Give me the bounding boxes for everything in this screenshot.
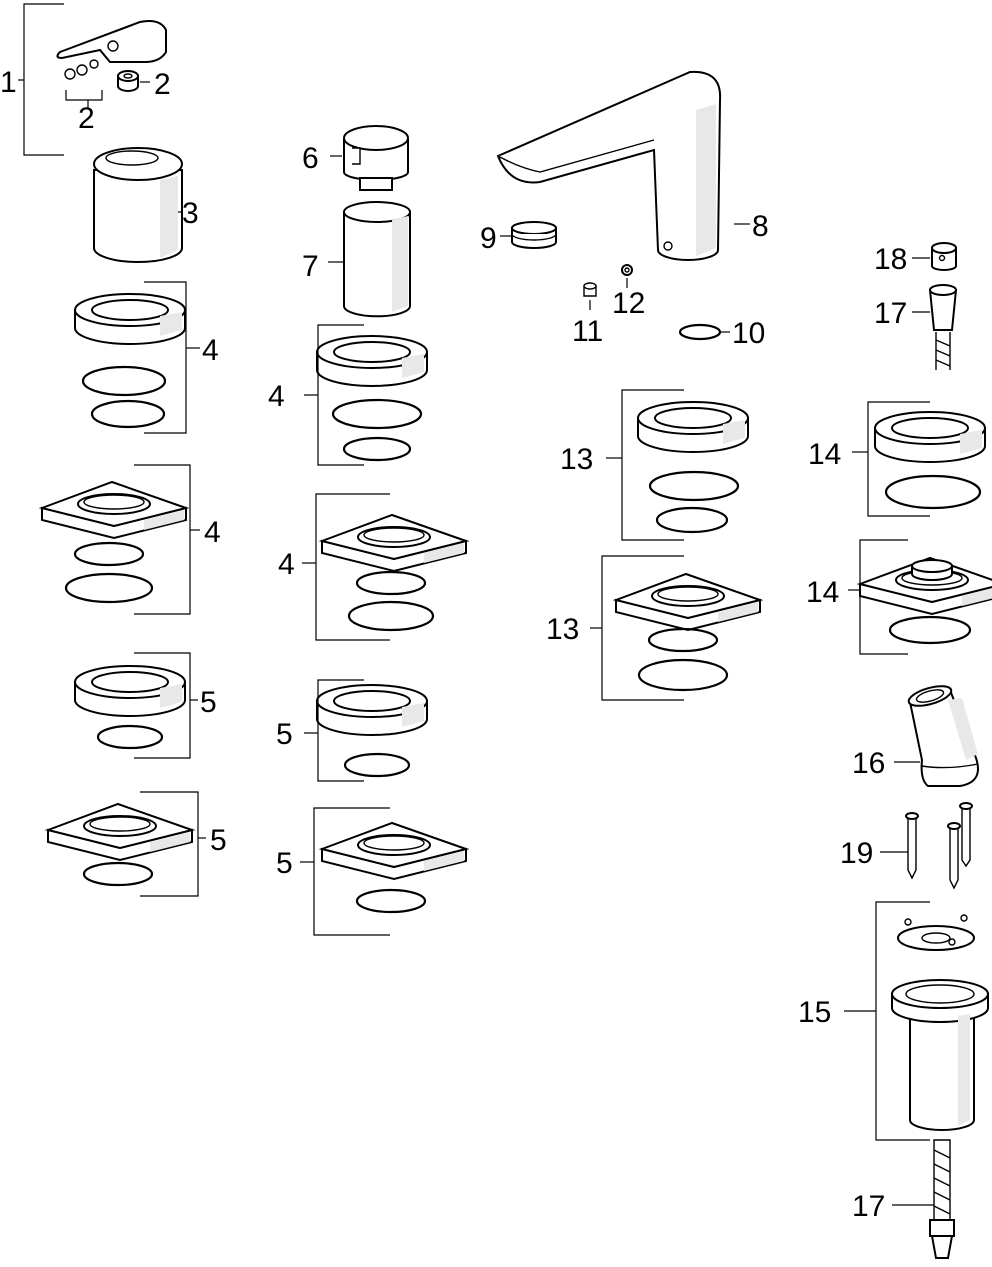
callout-18: 18 xyxy=(874,243,907,276)
callout-4: 4 xyxy=(268,380,285,413)
callout-5: 5 xyxy=(276,847,293,880)
o-ring-part xyxy=(82,861,154,887)
handle-sleeve-part xyxy=(93,147,183,263)
callout-17: 17 xyxy=(874,297,907,330)
o-ring-part xyxy=(342,436,412,462)
small-plug-part xyxy=(583,282,597,297)
aerator-part xyxy=(511,221,557,249)
callout-14: 14 xyxy=(808,438,841,471)
callout-13: 13 xyxy=(560,443,593,476)
o-ring-part xyxy=(64,572,154,604)
lever-handle-part xyxy=(56,20,167,63)
o-ring-part xyxy=(73,541,145,567)
callout-12: 12 xyxy=(612,287,645,320)
bracket-lines xyxy=(18,3,934,1206)
round-trim-ring-part xyxy=(316,335,428,387)
callout-4: 4 xyxy=(204,516,221,549)
callout-14: 14 xyxy=(806,576,839,609)
o-ring-part xyxy=(347,600,435,632)
o-ring-part xyxy=(96,724,164,750)
mounting-screw-part xyxy=(959,802,973,868)
callout-7: 7 xyxy=(302,250,319,283)
hose-part xyxy=(929,1139,955,1259)
callout-11: 11 xyxy=(572,315,603,348)
square-escutcheon-part xyxy=(859,557,992,615)
mounting-screw-part xyxy=(905,812,919,880)
round-trim-ring-part xyxy=(637,401,749,453)
callout-5: 5 xyxy=(210,824,227,857)
callout-3: 3 xyxy=(182,197,199,230)
cap-knob-part xyxy=(343,125,409,191)
o-ring-part xyxy=(90,399,166,429)
o-ring-part xyxy=(678,323,722,341)
callout-5: 5 xyxy=(276,718,293,751)
o-ring-part xyxy=(355,888,427,914)
callout-5: 5 xyxy=(200,686,217,719)
round-trim-ring-part xyxy=(74,665,186,717)
callout-9: 9 xyxy=(480,222,497,255)
o-ring-part xyxy=(343,752,411,778)
callout-6: 6 xyxy=(302,142,319,175)
o-ring-part xyxy=(884,474,982,510)
callout-8: 8 xyxy=(752,210,769,243)
o-ring-part xyxy=(81,365,167,397)
square-escutcheon-part xyxy=(47,803,193,861)
o-ring-part xyxy=(888,615,972,645)
square-escutcheon-part xyxy=(41,481,187,539)
spout-sleeve-part xyxy=(343,201,411,318)
callout-2: 2 xyxy=(154,68,171,101)
small-nut-part xyxy=(621,264,633,276)
callout-2: 2 xyxy=(78,102,95,135)
callout-4: 4 xyxy=(278,548,295,581)
adapter-nut-part xyxy=(931,242,957,271)
callout-labels: 1 2 2 3 4 4 4 4 5 5 5 5 6 7 8 9 10 11 12… xyxy=(0,66,907,1223)
o-ring-part xyxy=(355,570,427,596)
callout-19: 19 xyxy=(840,837,873,870)
o-ring-part xyxy=(648,470,740,502)
callout-16: 16 xyxy=(852,747,885,780)
o-ring-part xyxy=(647,627,719,653)
mounting-body-part xyxy=(891,914,989,1131)
callout-1: 1 xyxy=(0,66,17,99)
callout-13: 13 xyxy=(546,613,579,646)
callout-17: 17 xyxy=(852,1190,885,1223)
callout-15: 15 xyxy=(798,996,831,1029)
mounting-screw-part xyxy=(947,822,961,890)
callout-10: 10 xyxy=(732,317,765,350)
square-escutcheon-part xyxy=(321,514,467,572)
o-ring-part xyxy=(331,398,423,430)
round-trim-ring-part xyxy=(874,411,986,463)
round-trim-ring-part xyxy=(316,684,428,736)
screw-set-part xyxy=(64,59,139,92)
callout-4: 4 xyxy=(202,334,219,367)
round-trim-ring-part xyxy=(74,293,186,345)
o-ring-part xyxy=(655,506,729,534)
hose-connector-part xyxy=(928,284,958,370)
square-escutcheon-part xyxy=(321,822,467,880)
square-escutcheon-part xyxy=(615,573,761,631)
spout-body-part xyxy=(496,70,722,261)
shower-holder-part xyxy=(907,685,979,787)
o-ring-part xyxy=(637,658,729,692)
